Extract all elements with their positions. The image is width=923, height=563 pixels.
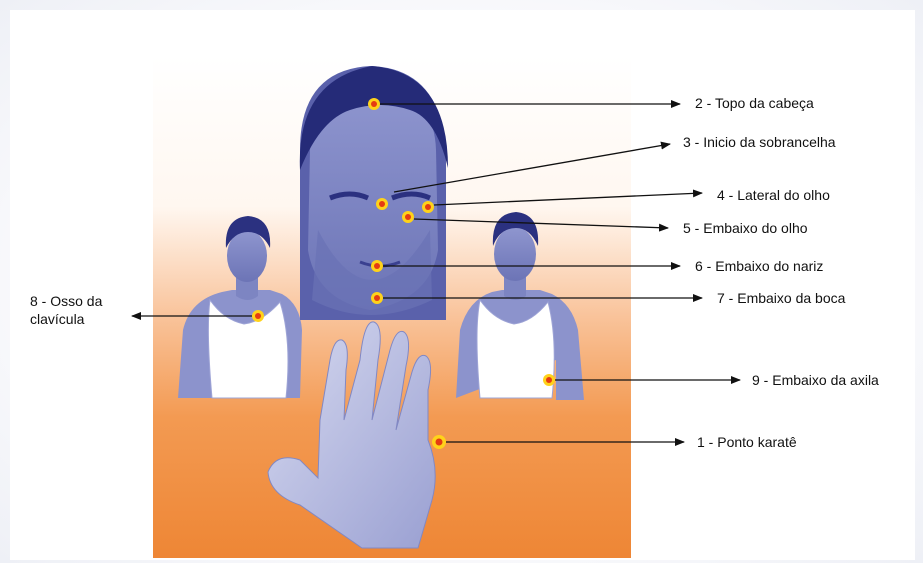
right-figure: [456, 212, 584, 400]
label-topo-cabeca: 2 - Topo da cabeça: [695, 95, 814, 111]
arrow-5: [414, 219, 668, 228]
left-figure: [178, 216, 302, 398]
label-osso-clavicula-line2: clavícula: [30, 310, 140, 328]
label-osso-clavicula-line1: 8 - Osso da: [30, 292, 140, 310]
label-embaixo-axila: 9 - Embaixo da axila: [752, 372, 879, 388]
label-osso-clavicula: 8 - Osso da clavícula: [30, 292, 140, 328]
label-embaixo-olho: 5 - Embaixo do olho: [683, 220, 808, 236]
label-ponto-karate: 1 - Ponto karatê: [697, 434, 797, 450]
arrow-4: [434, 193, 702, 205]
label-embaixo-nariz: 6 - Embaixo do nariz: [695, 258, 823, 274]
label-inicio-sobrancelha: 3 - Inicio da sobrancelha: [683, 134, 836, 150]
label-lateral-olho: 4 - Lateral do olho: [717, 187, 830, 203]
label-embaixo-boca: 7 - Embaixo da boca: [717, 290, 845, 306]
